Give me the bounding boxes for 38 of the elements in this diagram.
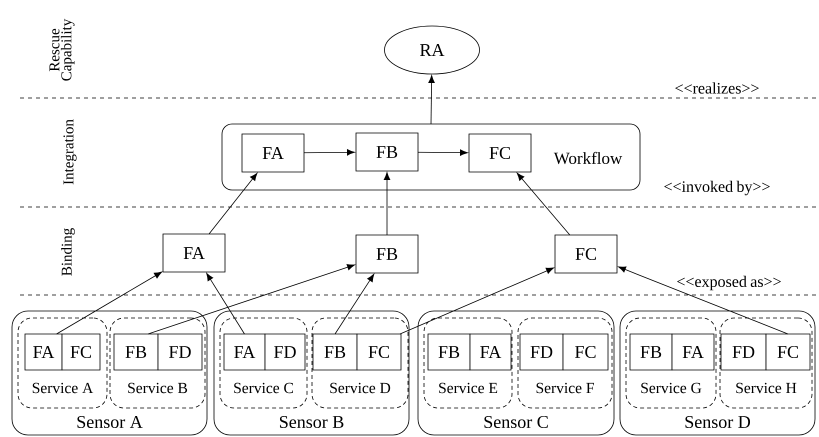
arrow [400,268,554,334]
function-box: FD [720,334,766,370]
function-box: FA [242,134,304,172]
stereotype-label: <<exposed as>> [677,276,781,290]
arrow [516,172,570,236]
function-box: FA [224,334,266,370]
arrow [304,149,355,156]
arrow [206,272,245,334]
function-box: FA [162,234,226,272]
function-box: FB [428,334,470,370]
function-box: FC [766,334,810,370]
stereotype-label: <<realizes>> [675,82,759,94]
function-box: FA [672,334,714,370]
arrow [428,75,435,124]
layer-label: Binding [61,228,75,276]
arrow [334,274,374,334]
layer-label: Rescue Capability [49,18,75,81]
function-box: FA [24,334,62,370]
function-box: FB [114,334,158,370]
function-box: FC [62,334,100,370]
arrow [384,172,390,236]
function-box: FC [562,334,608,370]
layer-label: Integration [63,119,77,184]
arrow [208,172,258,234]
function-box: FB [356,132,418,172]
function-box: FA [470,334,512,370]
function-box: FD [158,334,202,370]
function-box: FC [468,134,532,172]
function-box: FB [356,234,418,274]
arrow [148,264,355,334]
stereotype-label: <<invoked by>> [664,180,770,196]
function-box: FB [630,334,672,370]
function-box: FC [356,334,402,370]
function-box: FB [312,334,358,370]
function-box: FD [264,334,306,370]
arrow [418,149,468,156]
function-box: FD [520,334,564,370]
function-box: FC [554,234,618,274]
